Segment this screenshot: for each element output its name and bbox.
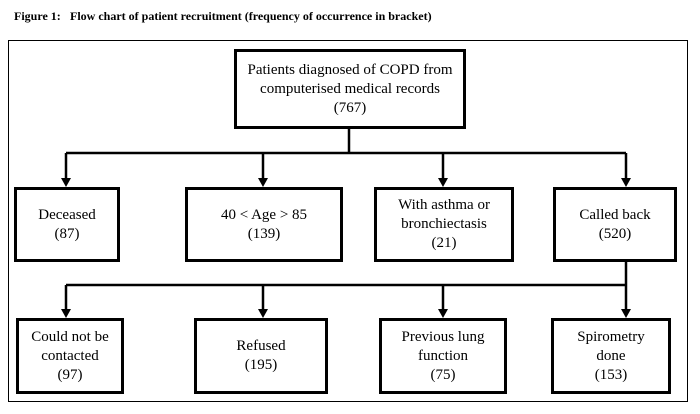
box-spirometry: Spirometry done (153) — [551, 318, 671, 394]
spirometry-label-2: done — [596, 347, 626, 364]
previous-label-2: function — [418, 347, 468, 364]
figure-number: Figure 1: — [14, 9, 61, 23]
called-back-count: (520) — [598, 225, 632, 242]
not-contacted-label-1: Could not be — [31, 328, 109, 345]
figure-caption: Figure 1: Flow chart of patient recruitme… — [14, 9, 432, 24]
age-label: 40 < Age > 85 — [220, 206, 308, 223]
box-asthma: With asthma or bronchiectasis (21) — [374, 187, 514, 262]
arrow-spirometry — [621, 309, 631, 318]
arrow-deceased — [61, 178, 71, 187]
box-called-back: Called back (520) — [553, 187, 677, 262]
box-not-contacted: Could not be contacted (97) — [16, 318, 124, 394]
asthma-label-1: With asthma or — [398, 197, 490, 213]
called-back-label: Called back — [579, 206, 651, 223]
root-line-1: Patients diagnosed of COPD from — [247, 61, 453, 78]
asthma-count: (21) — [431, 235, 457, 251]
figure-title: Flow chart of patient recruitment (frequ… — [70, 9, 432, 23]
arrow-refused — [258, 309, 268, 318]
box-refused: Refused (195) — [194, 318, 328, 394]
refused-count: (195) — [244, 357, 278, 373]
spirometry-count: (153) — [594, 366, 628, 383]
arrow-age — [258, 178, 268, 187]
arrow-asthma — [438, 178, 448, 187]
asthma-label-2: bronchiectasis — [401, 216, 487, 232]
box-deceased: Deceased (87) — [14, 187, 120, 262]
box-age: 40 < Age > 85 (139) — [185, 187, 343, 262]
spirometry-label-1: Spirometry — [577, 328, 645, 345]
previous-label-1: Previous lung — [401, 328, 485, 345]
root-line-2: computerised medical records — [260, 80, 440, 97]
previous-count: (75) — [430, 366, 456, 383]
deceased-count: (87) — [54, 225, 80, 242]
refused-label: Refused — [236, 338, 286, 354]
age-count: (139) — [247, 225, 281, 242]
root-box: Patients diagnosed of COPD from computer… — [234, 49, 466, 129]
arrow-previous — [438, 309, 448, 318]
arrow-not-contacted — [61, 309, 71, 318]
not-contacted-count: (97) — [57, 366, 83, 383]
not-contacted-label-2: contacted — [41, 347, 99, 364]
deceased-label: Deceased — [38, 206, 96, 223]
arrow-called-back — [621, 178, 631, 187]
diagram-frame — [8, 40, 688, 402]
root-count: (767) — [333, 99, 367, 116]
box-previous: Previous lung function (75) — [379, 318, 507, 394]
